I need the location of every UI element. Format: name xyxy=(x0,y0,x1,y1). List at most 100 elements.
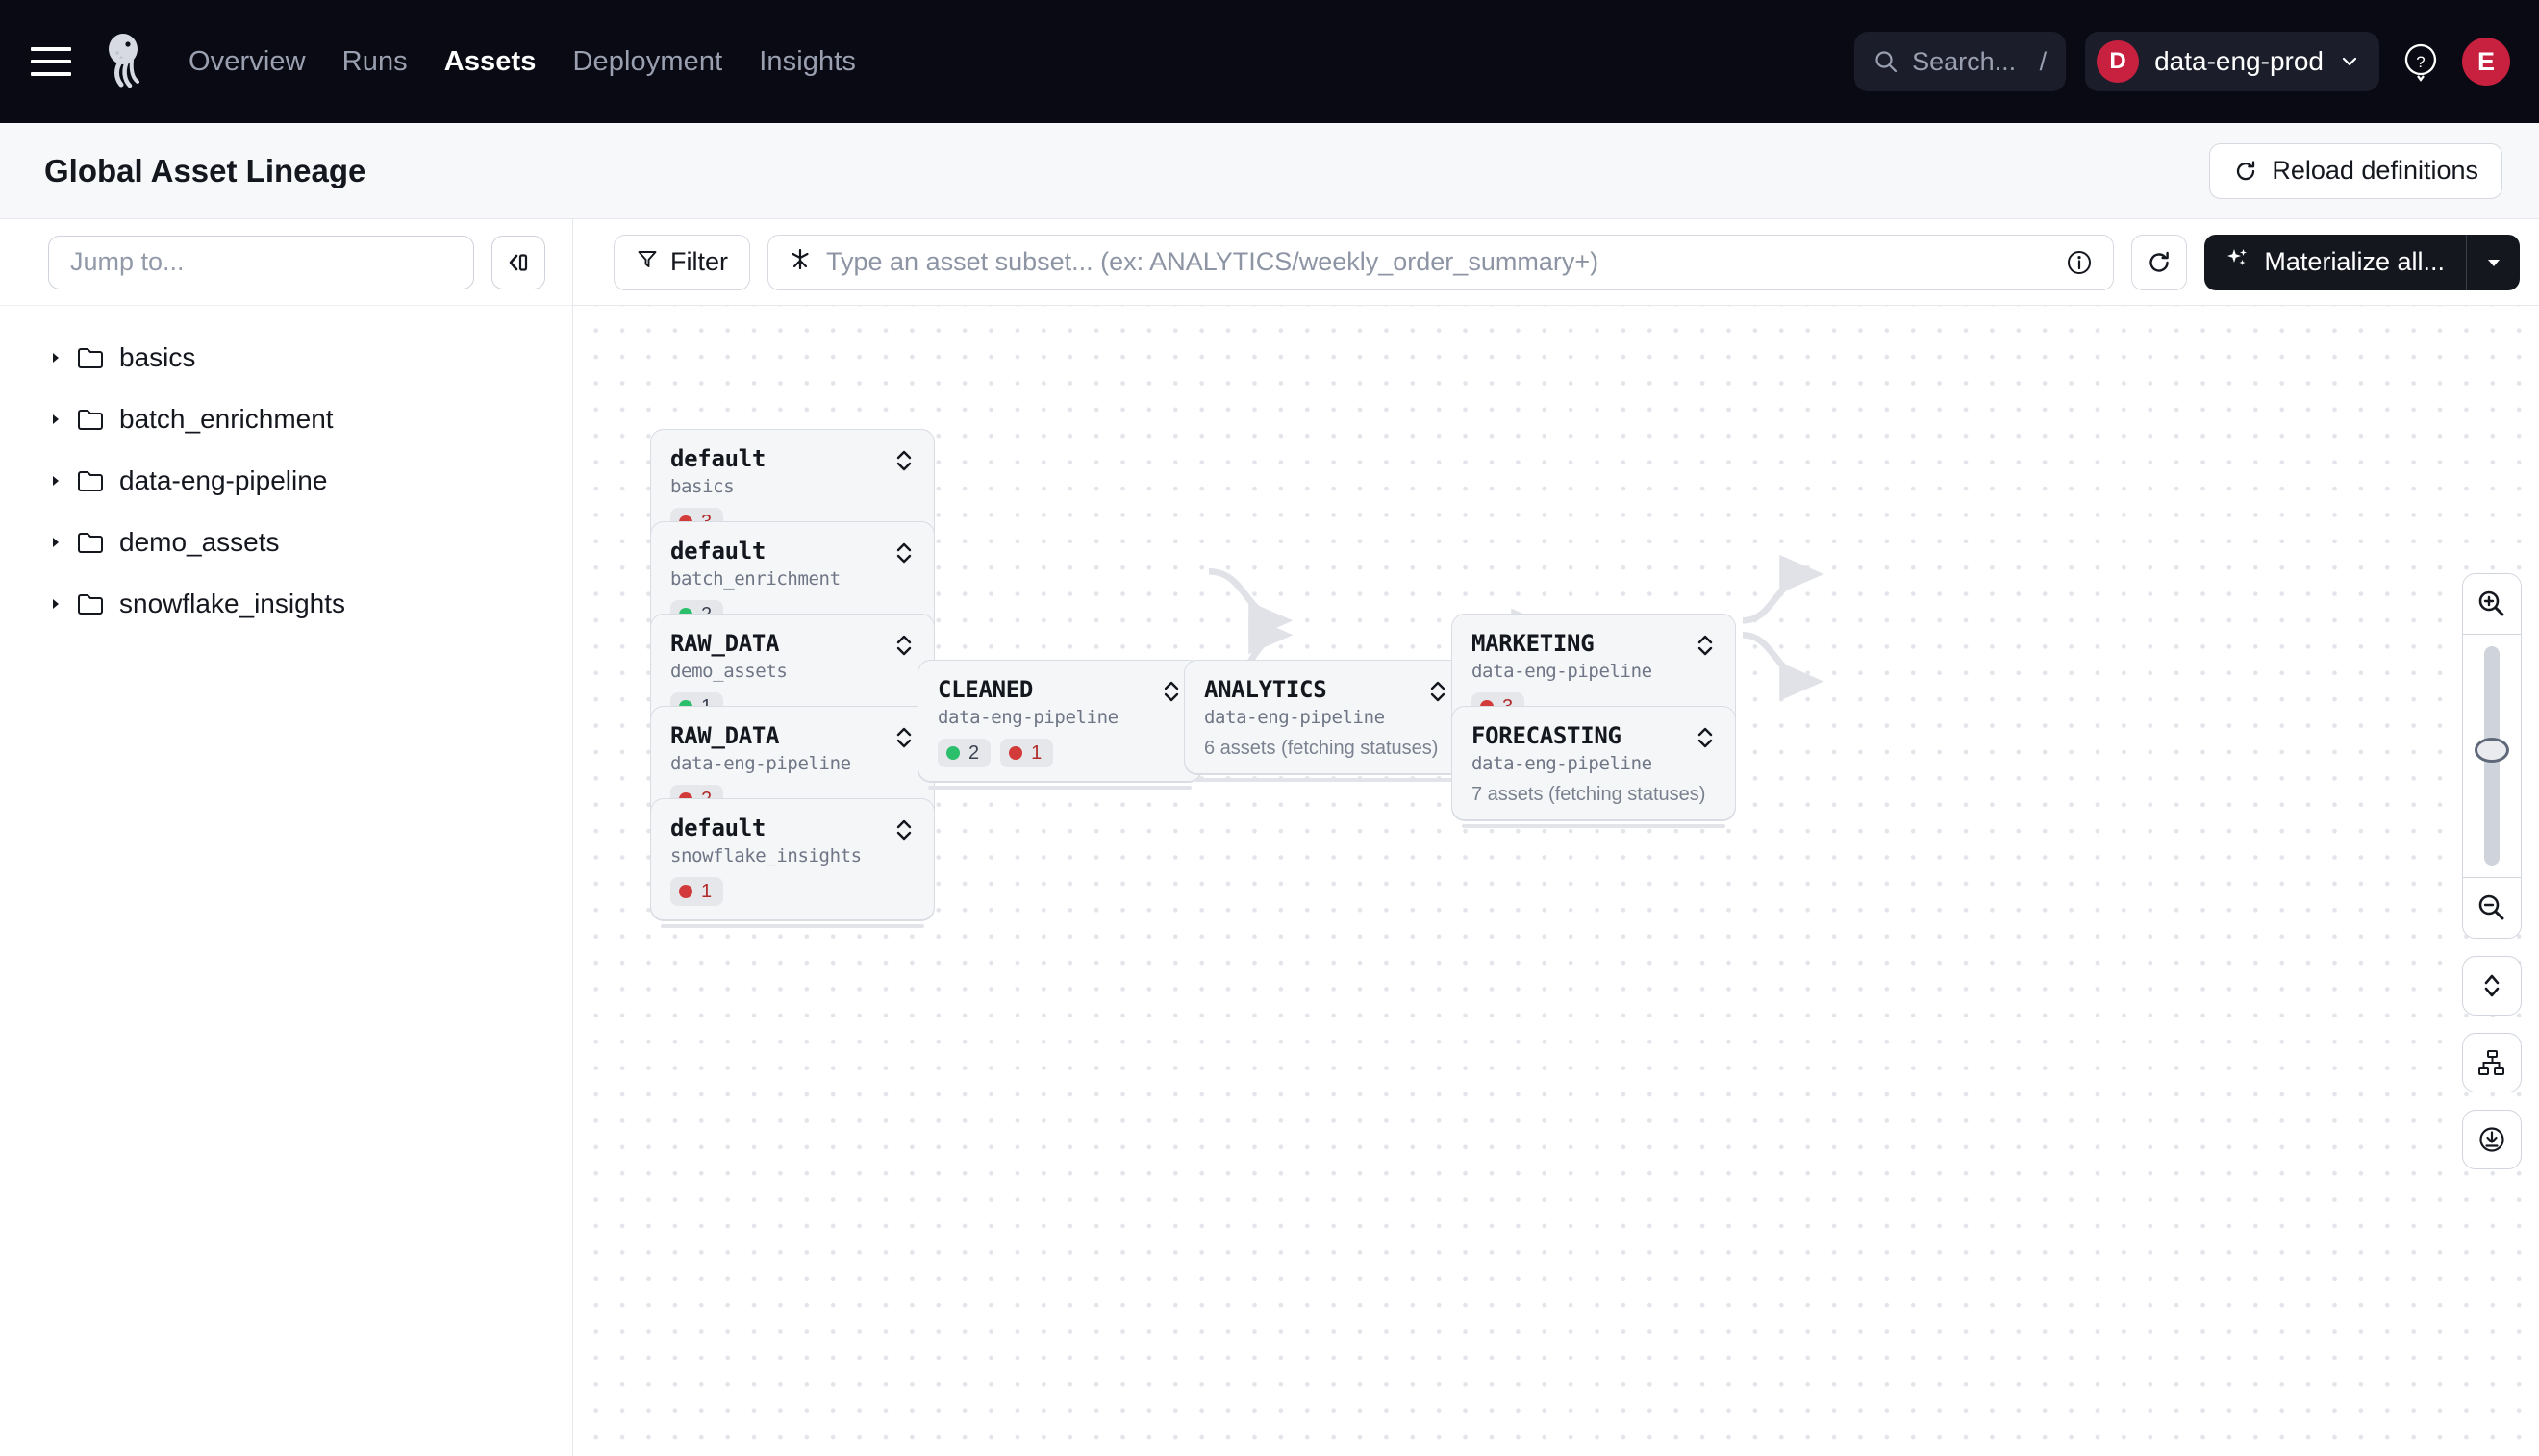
asset-group-node-cleaned[interactable]: CLEANED data-eng-pipeline 2 1 xyxy=(918,660,1202,790)
node-subtitle: data-eng-pipeline xyxy=(1471,753,1652,774)
edge-demo-raw-to-cleaned xyxy=(1208,567,1294,640)
sidebar-item-label: data-eng-pipeline xyxy=(119,465,328,495)
expand-collapse-icon[interactable] xyxy=(893,725,915,750)
jump-to-input[interactable] xyxy=(48,235,474,289)
chevron-right-icon[interactable] xyxy=(48,350,77,365)
expand-collapse-icon[interactable] xyxy=(893,448,915,473)
zoom-slider-thumb[interactable] xyxy=(2475,738,2509,763)
sidebar-item-label: snowflake_insights xyxy=(119,589,346,618)
chevron-down-icon xyxy=(2339,51,2360,72)
node-header: default xyxy=(670,445,915,473)
top-nav-right-cluster: Search... / D data-eng-prod ? E xyxy=(1854,0,2510,123)
sidebar-item-basics[interactable]: basics xyxy=(0,327,572,389)
sidebar-item-data-eng-pipeline[interactable]: data-eng-pipeline xyxy=(0,450,572,512)
page-title: Global Asset Lineage xyxy=(44,152,366,188)
nav-link-assets[interactable]: Assets xyxy=(443,45,537,77)
expand-collapse-icon[interactable] xyxy=(1161,679,1182,704)
user-avatar[interactable]: E xyxy=(2462,38,2510,86)
sparkle-icon xyxy=(2225,246,2250,278)
zoom-in-icon[interactable] xyxy=(2463,574,2521,634)
filter-icon xyxy=(636,247,659,277)
node-subtitle: demo_assets xyxy=(670,661,788,682)
node-header: ANALYTICS xyxy=(1204,676,1448,704)
refresh-icon xyxy=(2149,251,2170,272)
materialize-options-button[interactable] xyxy=(2466,234,2520,290)
nav-link-overview[interactable]: Overview xyxy=(189,45,306,77)
nav-link-deployment[interactable]: Deployment xyxy=(572,45,723,77)
asset-group-node-snowflake-insights-default[interactable]: default snowflake_insights 1 xyxy=(650,798,935,928)
folder-icon xyxy=(77,407,119,432)
lineage-canvas[interactable]: default basics 3 default xyxy=(573,306,2539,1456)
asset-subset-input[interactable]: Type an asset subset... (ex: ANALYTICS/w… xyxy=(767,234,2115,290)
layout-direction-button[interactable] xyxy=(2462,1033,2522,1092)
node-title: default xyxy=(670,445,767,472)
expand-collapse-icon[interactable] xyxy=(893,817,915,842)
sidebar-search-row xyxy=(0,219,572,306)
download-graph-button[interactable] xyxy=(2462,1110,2522,1169)
reload-definitions-label: Reload definitions xyxy=(2272,156,2478,185)
status-badge[interactable]: 2 xyxy=(938,739,992,767)
expand-collapse-icon[interactable] xyxy=(1695,725,1716,750)
materialize-all-button[interactable]: Materialize all... xyxy=(2204,234,2466,290)
svg-text:?: ? xyxy=(2416,53,2425,71)
node-header: default xyxy=(670,538,915,565)
zoom-out-icon[interactable] xyxy=(2463,878,2521,938)
node-fetching-status: 7 assets (fetching statuses) xyxy=(1471,784,1706,805)
node-header: FORECASTING xyxy=(1471,722,1716,750)
sidebar-item-batch_enrichment[interactable]: batch_enrichment xyxy=(0,389,572,450)
chevron-right-icon[interactable] xyxy=(48,473,77,489)
asset-subset-placeholder: Type an asset subset... (ex: ANALYTICS/w… xyxy=(826,247,1599,276)
expand-collapse-icon[interactable] xyxy=(893,633,915,658)
chevron-right-icon[interactable] xyxy=(48,412,77,427)
node-header: RAW_DATA xyxy=(670,722,915,750)
node-subtitle: data-eng-pipeline xyxy=(670,753,851,774)
info-circle-icon[interactable] xyxy=(2065,248,2094,277)
refresh-icon xyxy=(2233,159,2258,184)
deployment-switcher[interactable]: D data-eng-prod xyxy=(2085,32,2379,91)
page-header: Global Asset Lineage Reload definitions xyxy=(0,123,2539,219)
status-badge-count: 2 xyxy=(968,741,980,764)
filter-button[interactable]: Filter xyxy=(614,234,750,290)
help-circle-icon[interactable]: ? xyxy=(2399,39,2443,84)
status-badge-count: 1 xyxy=(1031,741,1043,764)
expand-collapse-icon[interactable] xyxy=(1695,633,1716,658)
graph-toolbar: Filter Type an asset subset... (ex: ANAL… xyxy=(573,219,2539,306)
zoom-slider[interactable] xyxy=(2463,635,2521,877)
asset-group-node-forecasting[interactable]: FORECASTING data-eng-pipeline 7 assets (… xyxy=(1451,706,1736,828)
success-status-dot xyxy=(946,746,960,760)
node-header: default xyxy=(670,815,915,842)
node-title: CLEANED xyxy=(938,676,1034,703)
hamburger-menu-icon[interactable] xyxy=(31,39,75,84)
node-subtitle: data-eng-pipeline xyxy=(1204,707,1385,728)
expand-collapse-icon[interactable] xyxy=(1427,679,1448,704)
edge-analytics-to-forecasting xyxy=(1742,631,1824,701)
reload-definitions-button[interactable]: Reload definitions xyxy=(2209,142,2502,199)
fit-expand-collapse-button[interactable] xyxy=(2462,956,2522,1016)
deployment-avatar: D xyxy=(2097,40,2140,83)
node-status-badges: 2 1 xyxy=(938,739,1182,767)
dagster-logo-icon[interactable] xyxy=(96,32,156,91)
main-nav-links: Overview Runs Assets Deployment Insights xyxy=(189,46,856,78)
sidebar-item-demo_assets[interactable]: demo_assets xyxy=(0,512,572,573)
nav-link-insights[interactable]: Insights xyxy=(759,45,856,77)
folder-icon xyxy=(77,530,119,555)
expand-collapse-icon xyxy=(2484,974,2500,997)
collapse-sidebar-button[interactable] xyxy=(491,235,545,289)
node-header: MARKETING xyxy=(1471,630,1716,658)
refresh-graph-button[interactable] xyxy=(2131,234,2188,290)
chevron-right-icon[interactable] xyxy=(48,596,77,612)
chevron-right-icon[interactable] xyxy=(48,535,77,550)
asset-group-node-analytics[interactable]: ANALYTICS data-eng-pipeline 6 assets (fe… xyxy=(1184,660,1469,782)
expand-collapse-icon[interactable] xyxy=(893,540,915,565)
search-placeholder: Search... xyxy=(1912,46,2017,76)
status-badge[interactable]: 1 xyxy=(1000,739,1054,767)
node-header: RAW_DATA xyxy=(670,630,915,658)
nav-link-runs[interactable]: Runs xyxy=(341,45,408,77)
node-subtitle: snowflake_insights xyxy=(670,845,862,866)
node-title: default xyxy=(670,815,767,841)
failed-status-dot xyxy=(679,885,692,898)
sidebar-item-label: batch_enrichment xyxy=(119,404,334,434)
sidebar-item-snowflake_insights[interactable]: snowflake_insights xyxy=(0,573,572,635)
global-search-input[interactable]: Search... / xyxy=(1854,32,2067,91)
status-badge[interactable]: 1 xyxy=(670,877,724,906)
